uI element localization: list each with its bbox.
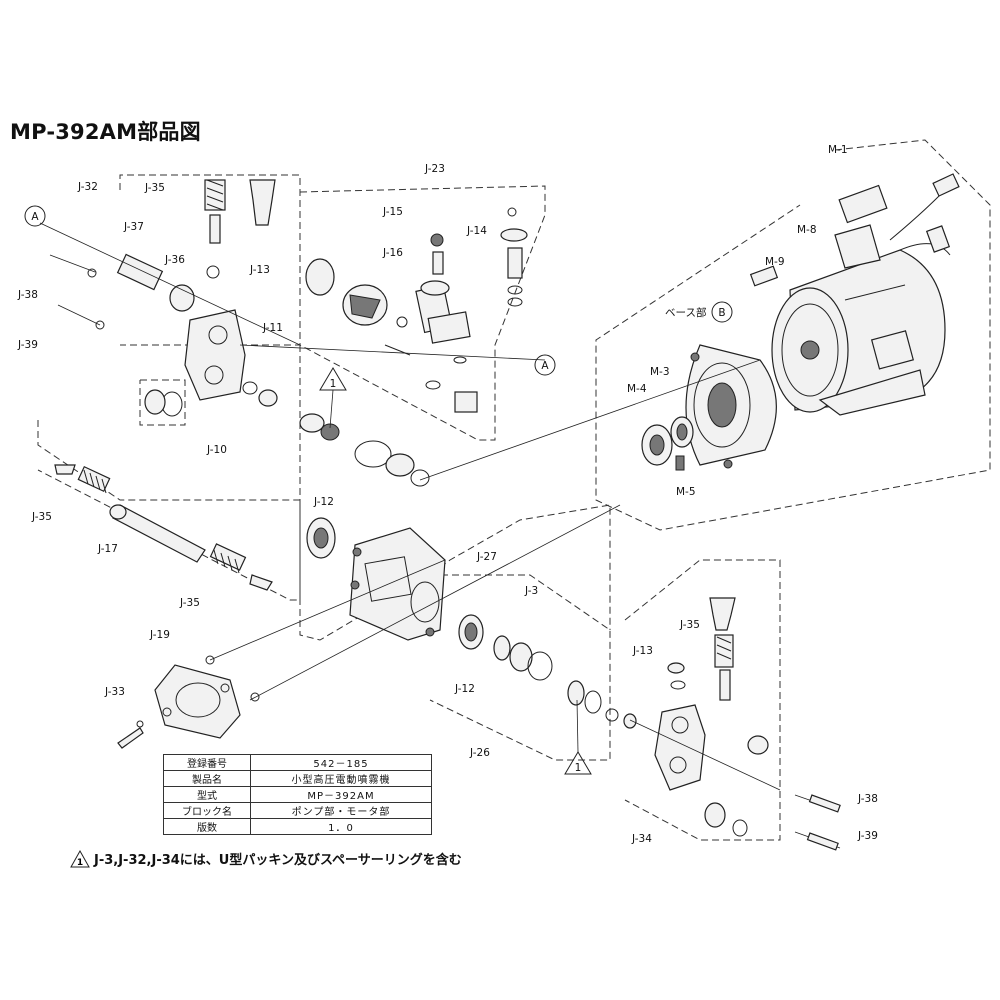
j23-group-boundary xyxy=(299,185,546,441)
spec-key: 登録番号 xyxy=(163,754,251,771)
j12-bearing-top xyxy=(306,517,336,559)
spec-key: ブロック名 xyxy=(163,802,251,819)
spec-key: 型式 xyxy=(163,786,251,803)
base-part-label: ベース部 xyxy=(665,306,706,319)
label-j-15: J-15 xyxy=(382,206,403,218)
label-j-38-left: J-38 xyxy=(17,289,38,301)
label-m-5: M-5 xyxy=(676,486,696,498)
label-j-3: J-3 xyxy=(524,585,538,597)
label-j-26: J-26 xyxy=(469,747,490,759)
label-j-35-top: J-35 xyxy=(144,182,165,194)
label-j-13-top: J-13 xyxy=(249,264,270,276)
label-j-39-right: J-39 xyxy=(857,830,878,842)
callout-a-top: A xyxy=(24,205,46,227)
label-m-4: M-4 xyxy=(627,383,647,395)
j19-cover-plate xyxy=(154,655,260,739)
j27-crankcase xyxy=(349,527,446,641)
label-j-35-left: J-35 xyxy=(31,511,52,523)
callout-b-letter: B xyxy=(718,307,725,319)
j10-boundary xyxy=(139,379,186,426)
motor-base-flange xyxy=(685,344,777,469)
j35-springs xyxy=(54,464,273,591)
m4-bearing xyxy=(641,424,673,466)
label-j-27: J-27 xyxy=(476,551,497,563)
label-m-8: M-8 xyxy=(797,224,817,236)
callout-a-mid: A xyxy=(534,354,556,376)
label-j-17: J-17 xyxy=(97,543,118,555)
motor-assembly xyxy=(749,173,960,416)
label-m-3: M-3 xyxy=(650,366,670,378)
m5-key xyxy=(675,455,685,471)
label-j-23: J-23 xyxy=(424,163,445,175)
label-j-38-right: J-38 xyxy=(857,793,878,805)
j32-pump-head xyxy=(49,179,278,417)
spec-key: 版数 xyxy=(163,818,251,835)
m3-shaft-seal xyxy=(670,416,694,448)
triangle-mark-bottom-number: 1 xyxy=(575,762,582,774)
j23-regulator xyxy=(305,207,528,413)
label-j-35-mid: J-35 xyxy=(179,597,200,609)
label-j-16: J-16 xyxy=(382,247,403,259)
label-j-36: J-36 xyxy=(164,254,185,266)
j26-boundary xyxy=(299,345,611,641)
note-triangle-number: 1 xyxy=(77,858,83,868)
note-text: J-3,J-32,J-34には、U型パッキン及びスペーサーリングを含む xyxy=(94,853,462,868)
motor-group-boundary xyxy=(595,139,991,531)
label-j-19: J-19 xyxy=(149,629,170,641)
callout-a-top-letter: A xyxy=(31,211,39,223)
j34-pump-head xyxy=(605,597,841,851)
triangle-mark-top: 1 xyxy=(319,367,347,429)
label-j-39-left: J-39 xyxy=(17,339,38,351)
spec-key: 製品名 xyxy=(163,770,251,787)
callout-b: B xyxy=(711,301,733,323)
j3-group-boundary xyxy=(429,574,611,761)
label-j-14: J-14 xyxy=(466,225,487,237)
triangle-mark-top-number: 1 xyxy=(330,378,337,390)
j12-bearing-bottom xyxy=(458,614,484,650)
note: 1 J-3,J-32,J-34には、U型パッキン及びスペーサーリングを含む xyxy=(70,849,462,868)
j34-group-boundary xyxy=(624,559,781,841)
label-j-12-top: J-12 xyxy=(313,496,334,508)
j17-plunger-rod xyxy=(109,504,206,563)
spec-value: 小型高圧電動噴霧機 xyxy=(250,770,432,787)
label-j-37: J-37 xyxy=(123,221,144,233)
label-j-32: J-32 xyxy=(77,181,98,193)
label-j-35-right: J-35 xyxy=(679,619,700,631)
spec-row: 製品名小型高圧電動噴霧機 xyxy=(163,770,432,787)
label-m-1: M-1 xyxy=(828,144,848,156)
j33-bolts xyxy=(117,720,144,749)
spec-value: 542－185 xyxy=(250,754,432,771)
callout-a-mid-letter: A xyxy=(541,360,549,372)
label-j-34: J-34 xyxy=(631,833,652,845)
spec-value: ポンプ部・モータ部 xyxy=(250,802,432,819)
spec-value: 1．0 xyxy=(250,818,432,835)
label-j-13-right: J-13 xyxy=(632,645,653,657)
j3-ring-set xyxy=(493,635,602,714)
label-j-33: J-33 xyxy=(104,686,125,698)
page-title: MP-392AM部品図 xyxy=(10,120,201,144)
j35-left-group-boundary xyxy=(37,420,301,601)
spec-value: MP－392AM xyxy=(250,786,432,803)
packing-rings xyxy=(299,413,430,487)
label-j-12-bottom: J-12 xyxy=(454,683,475,695)
label-j-10: J-10 xyxy=(206,444,227,456)
assembly-guide-lines xyxy=(39,222,781,791)
spec-row: ブロック名ポンプ部・モータ部 xyxy=(163,802,432,819)
label-m-9: M-9 xyxy=(765,256,785,268)
label-j-11: J-11 xyxy=(262,322,283,334)
note-triangle-icon: 1 xyxy=(70,849,90,868)
triangle-mark-bottom: 1 xyxy=(564,699,592,775)
